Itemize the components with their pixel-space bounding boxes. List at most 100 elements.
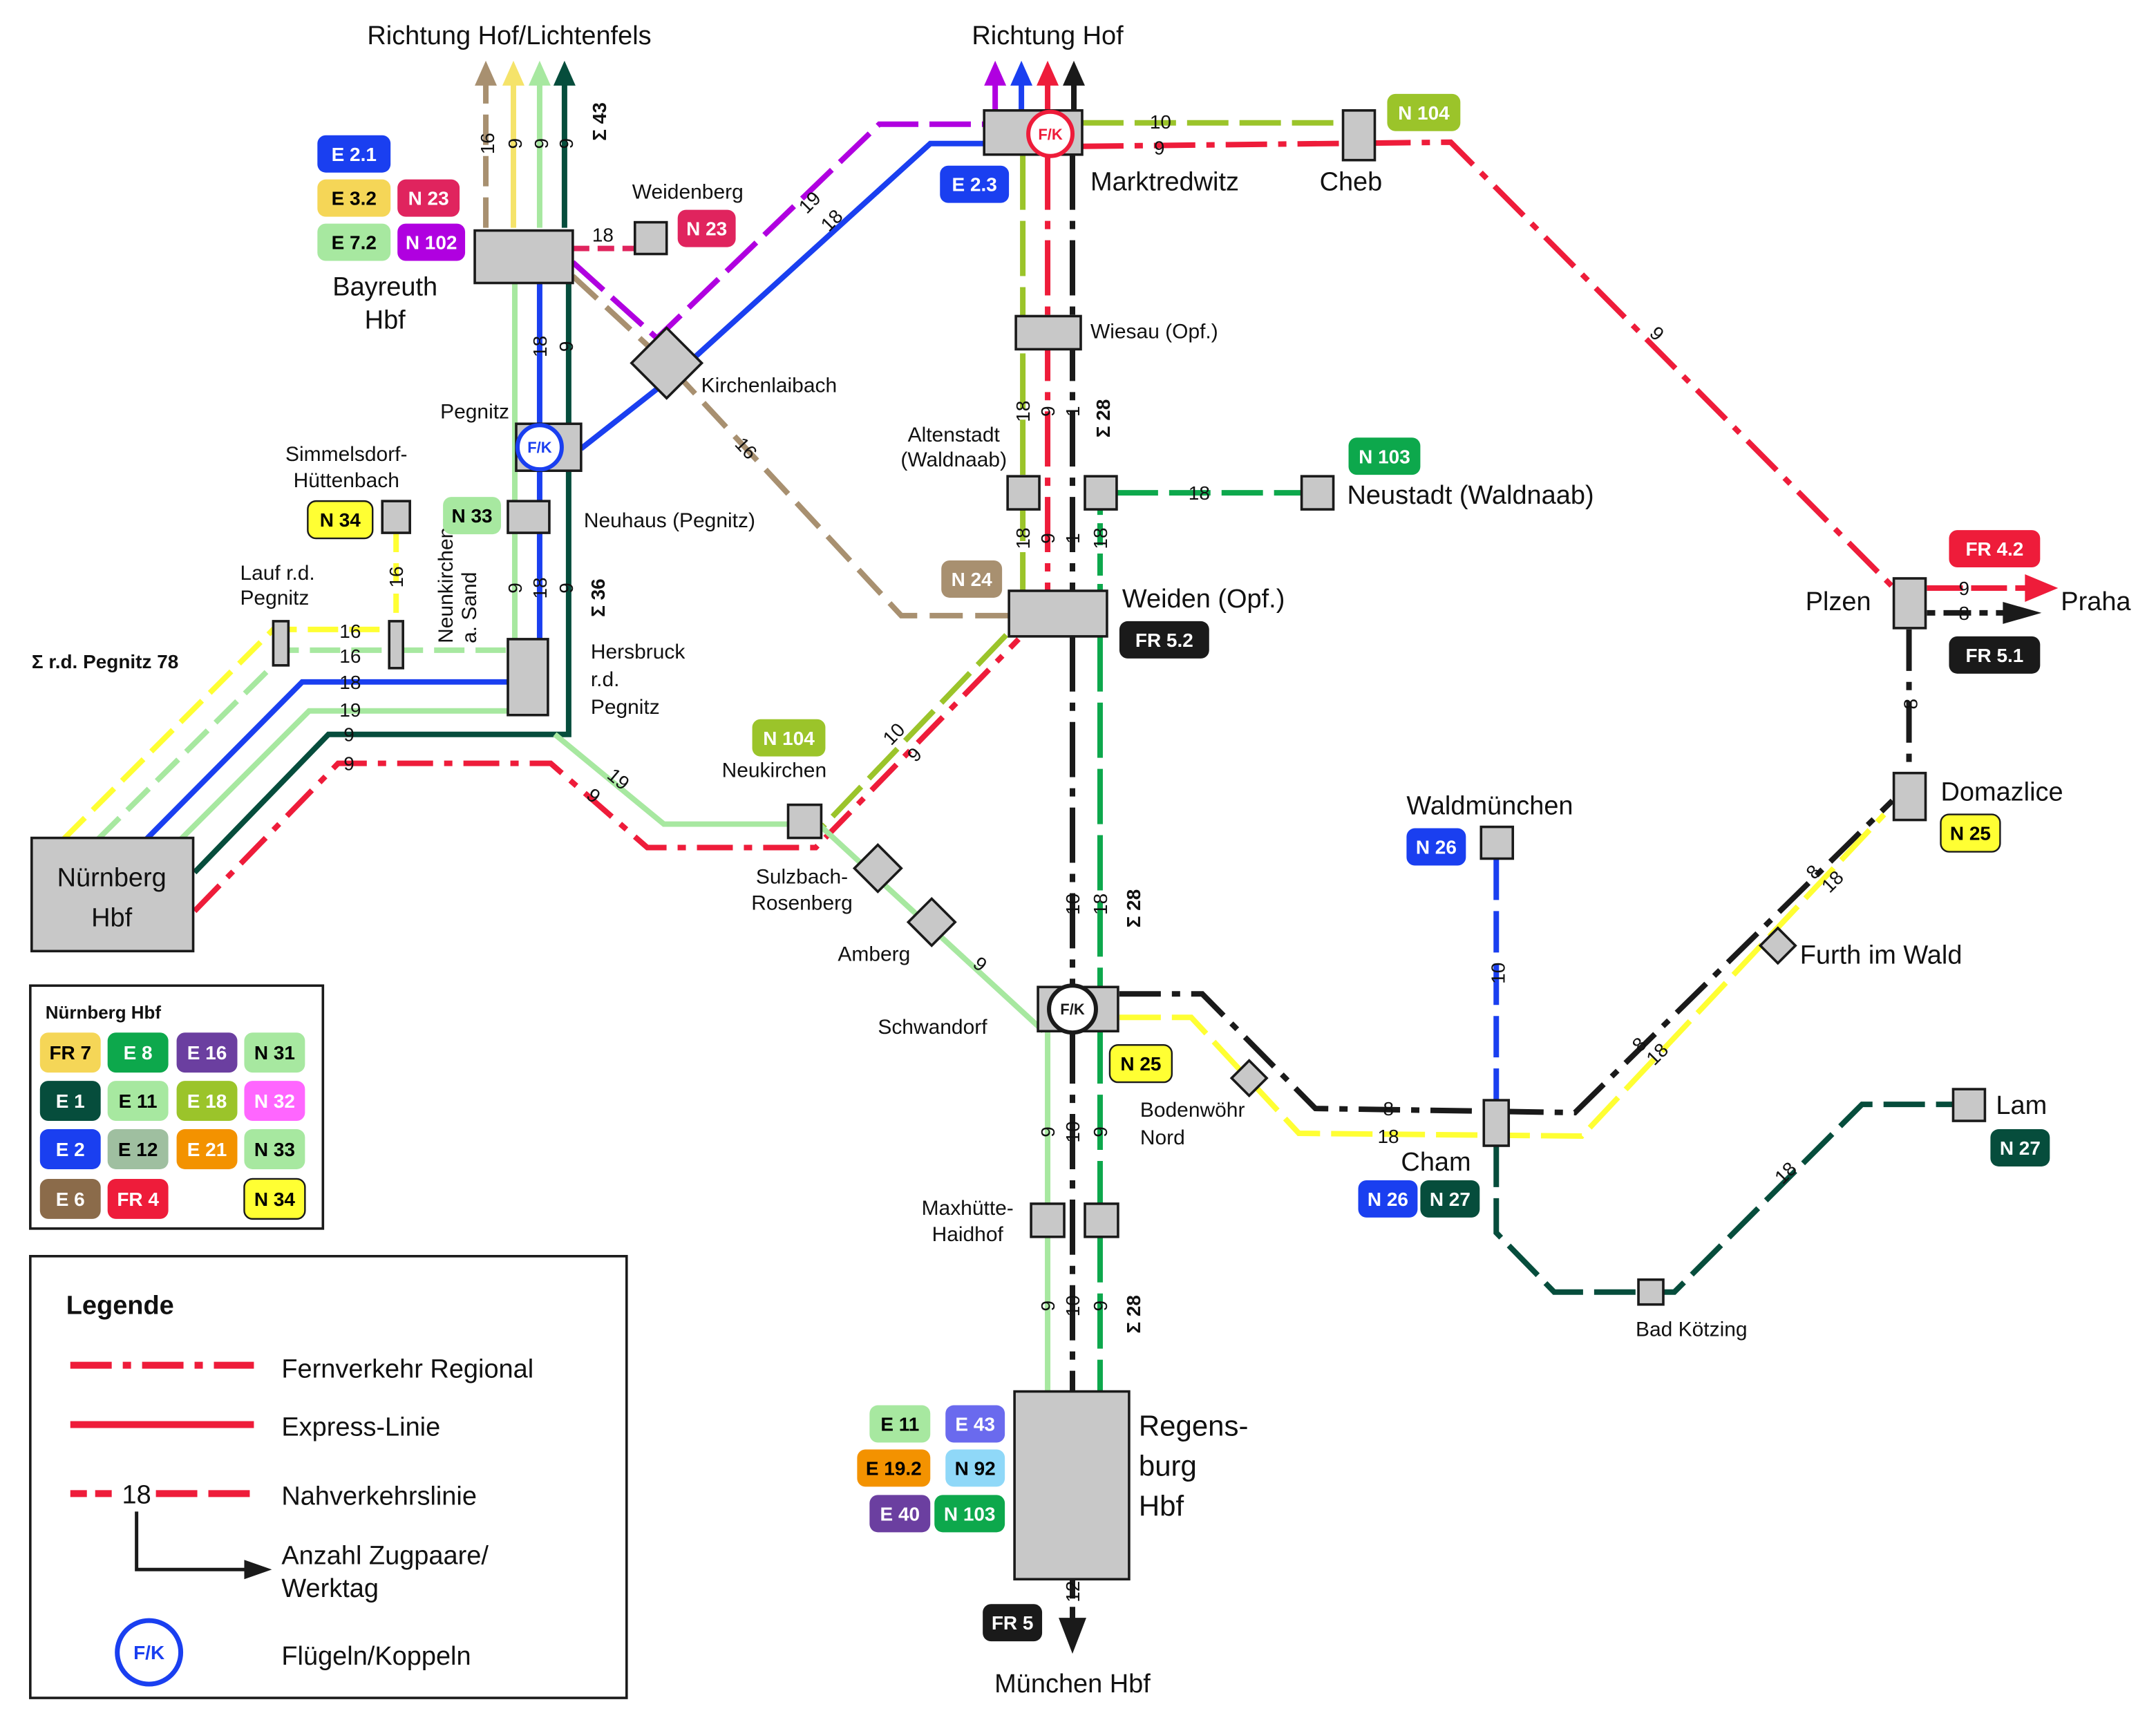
arrowhead-purple [984,60,1007,86]
badge-bg [869,1405,931,1443]
line-badge-n-103: N 103 [1348,437,1421,475]
badge-bg [317,179,391,217]
station-domazlice [1892,771,1927,822]
line-badge-e-2-3: E 2.3 [940,165,1010,203]
legend-badge-e-16: E 16 [176,1032,238,1073]
badge-text: E 16 [187,1042,227,1064]
legend-badge-e-1: E 1 [39,1081,101,1122]
line-olive-10-weiden-neukirchen [822,633,1009,828]
line-label-53: 9 [1037,1301,1059,1312]
arrowhead-darkgreen [553,60,576,86]
line-badge-e-11: E 11 [869,1405,931,1443]
line-label-28: 16 [339,645,361,667]
label-altenstadt: Altenstadt(Waldnaab) [900,424,1007,471]
station-neukirchen [786,803,823,840]
line-label-14: 18 [529,577,551,598]
line-red-9-nbg [192,637,1021,914]
badge-text: N 31 [254,1042,295,1064]
badge-bg [243,1178,306,1220]
label-neustadt: Neustadt (Waldnaab) [1348,481,1594,510]
fk-pegnitz: F/K [515,423,564,472]
badge-bg [940,165,1010,203]
arrowhead-red [1037,60,1059,86]
line-badge-n-27: N 27 [1990,1129,2050,1166]
station-neustadt [1300,475,1335,511]
arrowhead-muenchen [1059,1618,1086,1654]
label-kirchenlaibach: Kirchenlaibach [701,374,837,397]
label-domazlice: Domazlice [1940,778,2063,807]
fk-marktredwitz: F/K [1026,109,1075,158]
badge-text: E 40 [880,1503,920,1524]
line-blue-18-pegnitz-mrt [579,140,985,451]
line-label-11: 18 [529,336,551,357]
badge-bg [941,560,1003,598]
badge-text: N 25 [1950,823,1991,844]
label-neuhaus: Neuhaus (Pegnitz) [584,509,755,532]
badge-bg [107,1129,169,1169]
line-purple-19 [571,121,985,342]
badge-bg [1119,621,1209,659]
line-label-2: 9 [531,138,552,149]
badge-bg [244,1081,305,1122]
line-label-16: 9 [556,583,577,594]
badge-bg [934,1495,1005,1533]
station-boxes [30,109,1987,1581]
line-label-34: 9 [583,784,605,807]
badge-text: N 27 [2000,1137,2041,1159]
label-lauf: Lauf r.d.Pegnitz [240,562,314,609]
badge-bg [39,1081,101,1122]
legend-fluegeln-label: Flügeln/Koppeln [281,1642,471,1671]
line-label-5: 19 [795,187,825,218]
line-badge-fr-4-2: FR 4.2 [1949,530,2041,568]
line-badge-n-92: N 92 [945,1449,1005,1487]
station-lam [1951,1088,1987,1122]
label-wiesau: Wiesau (Opf.) [1090,320,1218,343]
badge-text: N 23 [686,218,727,240]
badge-bg [39,1178,101,1219]
line-label-0: 16 [477,133,498,154]
badge-bg [677,209,736,247]
line-label-21: 1 [1062,406,1084,417]
line-label-3: 9 [556,138,577,149]
badge-text: E 18 [187,1090,227,1112]
line-label-61: 9 [1958,578,1969,599]
direction-praha: Praha [2061,587,2131,616]
line-label-20: 9 [1037,406,1059,417]
line-label-33: 19 [603,764,634,794]
badge-bg [983,1604,1043,1642]
fk-schwandorf-label: F/K [1060,1001,1085,1018]
station-weidenberg [633,220,668,256]
station-kirchenlaibach [630,325,704,400]
badge-text: N 24 [952,569,992,590]
badge-bg [244,1129,305,1169]
line-label-10: 9 [556,341,577,352]
line-label-51: 10 [1062,1121,1084,1142]
label-badkoetzing: Bad Kötzing [1636,1319,1748,1341]
badge-text: N 33 [254,1139,295,1160]
line-badge-n-102: N 102 [397,223,466,261]
station-regensburg [1013,1390,1131,1581]
label-neukirchen: Neukirchen [722,759,827,782]
station-waldmuenchen [1479,825,1515,860]
station-lauf [272,620,290,667]
line-label-19: 18 [1012,401,1034,422]
line-badge-n-26: N 26 [1406,828,1466,866]
badge-text: N 102 [406,232,457,254]
badge-text: FR 5.1 [1965,645,2023,666]
legend-pointer-line [135,1511,247,1571]
label-pegnitz: Pegnitz [440,400,509,423]
line-badge-e-43: E 43 [945,1405,1005,1443]
direction-hof: Richtung Hof [972,21,1124,50]
line-badge-n-103: N 103 [934,1495,1005,1533]
badge-text: E 11 [880,1414,919,1435]
line-brown-16-bay-weiden [571,274,1010,618]
line-label-54: 10 [1062,1295,1084,1316]
line-label-29: 18 [339,672,361,693]
label-sulzbach: Sulzbach-Rosenberg [751,865,853,914]
badge-bg [1387,93,1461,131]
legend-sample-number: 18 [122,1480,151,1509]
line-badge-fr-5-1: FR 5.1 [1949,636,2041,674]
